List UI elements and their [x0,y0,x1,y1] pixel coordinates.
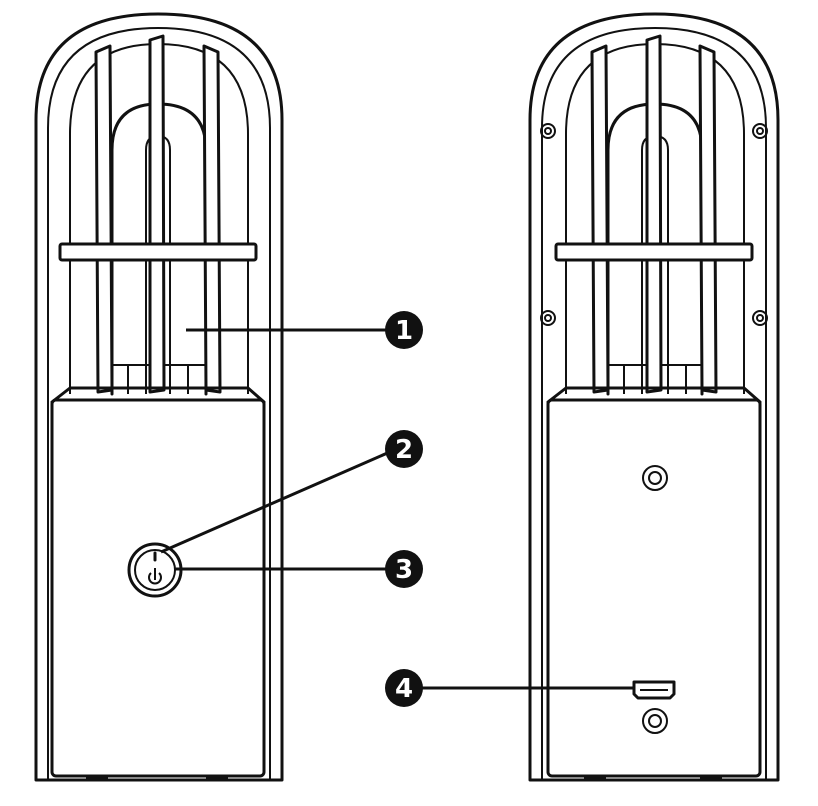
callout-label: 4 [395,674,413,704]
screw-icon [752,123,768,139]
device-front-view [34,12,284,782]
screw-icon [540,310,556,326]
screw-icon [642,708,668,734]
device-back-view [528,12,780,782]
callout-label: 1 [395,316,413,346]
callout-1: 1 [186,311,423,349]
screw-icon [540,123,556,139]
callout-label: 2 [395,435,413,465]
screw-icon [642,465,668,491]
charging-port[interactable] [632,680,676,700]
callout-4: 4 [385,669,634,707]
callout-label: 3 [395,555,413,585]
callout-2: 2 [160,430,423,554]
power-icon [148,568,162,585]
callout-3: 3 [175,550,423,588]
screw-icon [752,310,768,326]
